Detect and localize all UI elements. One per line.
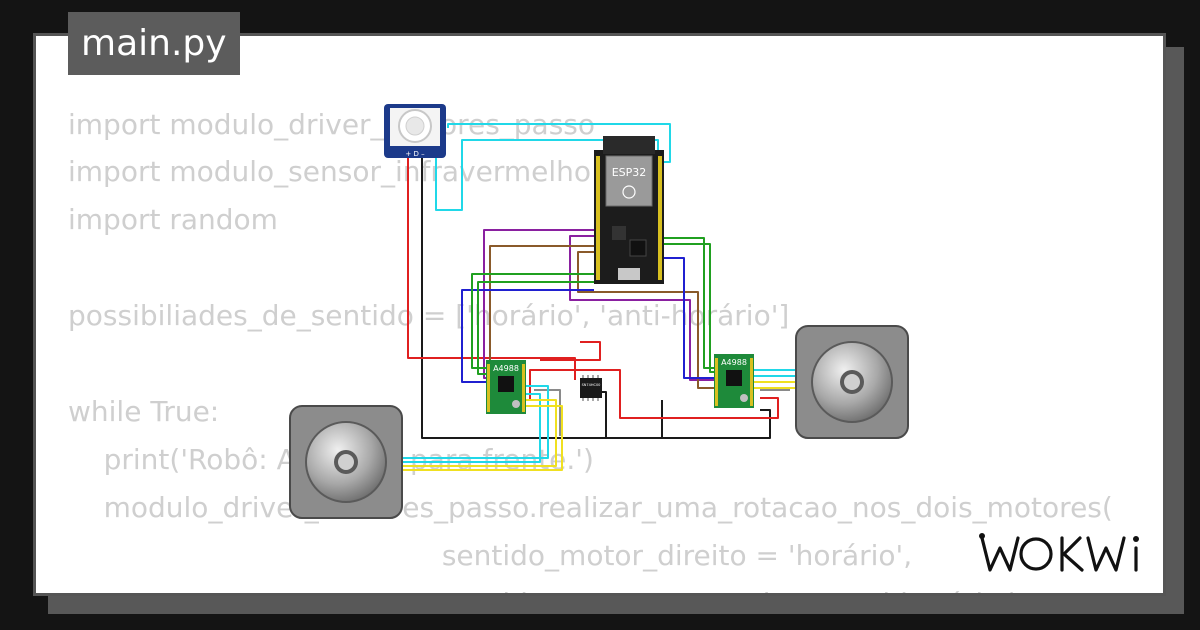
svg-text:A4988: A4988: [721, 358, 747, 367]
logic-ic[interactable]: SN74HC00: [580, 375, 602, 401]
code-line: import random: [68, 203, 278, 236]
a4988-driver-right[interactable]: A4988: [714, 354, 754, 408]
svg-text:+ D –: + D –: [405, 150, 425, 158]
esp32-board[interactable]: ESP32: [594, 136, 664, 284]
a4988-driver-left[interactable]: A4988: [486, 360, 526, 414]
code-line: sentido_motor_direito = 'horário',: [68, 539, 913, 572]
code-line: sentido_motor_esquerdo = 'anti-horário'): [68, 588, 1019, 594]
stepper-motor-left[interactable]: [289, 405, 403, 519]
svg-text:A4988: A4988: [493, 364, 519, 373]
wokwi-logo-icon: [979, 533, 1139, 572]
preview-card: import modulo_driver_motores_passo impor…: [33, 33, 1166, 596]
stepper-motor-right[interactable]: [795, 325, 909, 439]
svg-text:ESP32: ESP32: [612, 166, 647, 179]
file-tab[interactable]: main.py: [68, 12, 240, 75]
svg-text:SN74HC00: SN74HC00: [582, 383, 601, 387]
code-line: import modulo_sensor_infravermelho: [68, 155, 592, 188]
code-line: while True:: [68, 395, 220, 428]
code-line: modulo_driver_motores_passo.realizar_uma…: [68, 491, 1113, 524]
pir-sensor[interactable]: + D –: [384, 104, 446, 158]
circuit-diagram: + D – ESP32 A4988: [289, 104, 909, 519]
